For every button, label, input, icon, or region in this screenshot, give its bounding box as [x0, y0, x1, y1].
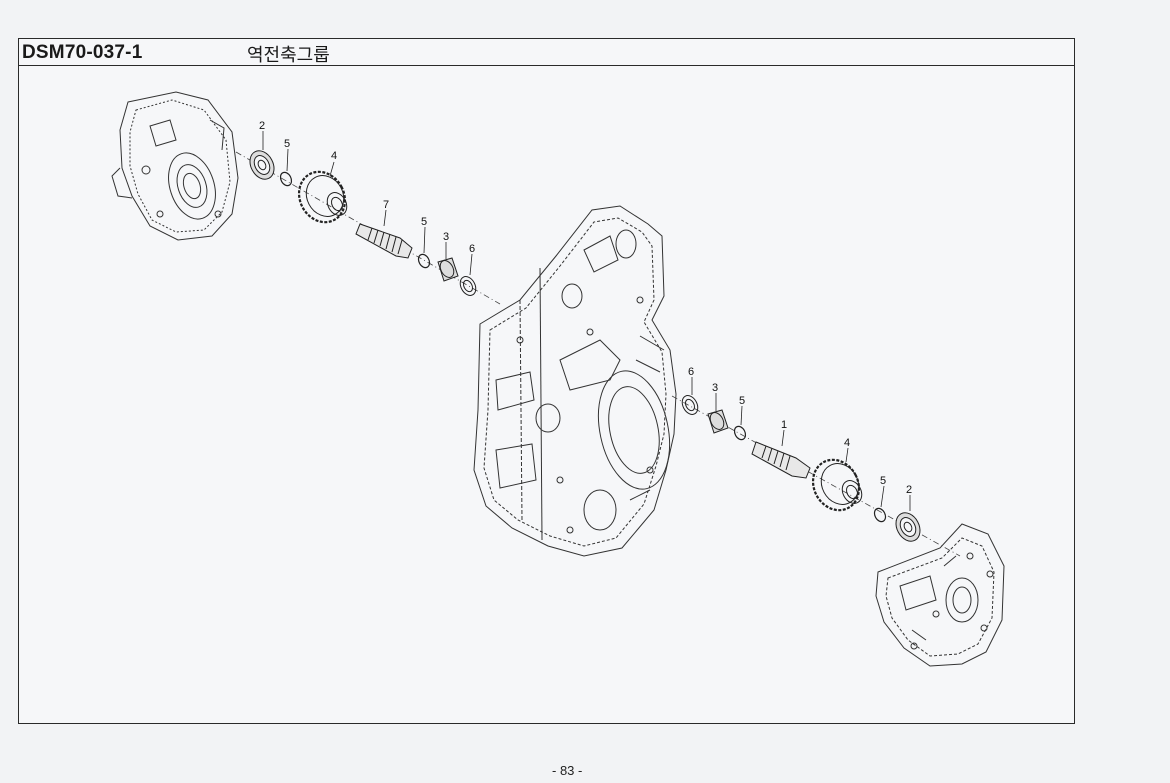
callout-upper-bearing: 2 [259, 120, 265, 132]
upper-gear [297, 170, 348, 224]
callout-upper-needle-bearing: 3 [443, 231, 449, 243]
callout-lower-snap-ring-b: 5 [880, 475, 886, 487]
callout-lower-needle-bearing: 3 [712, 382, 718, 394]
page-number: - 83 - [552, 763, 583, 778]
callout-upper-gear: 4 [331, 150, 337, 162]
callout-lower-bearing: 2 [906, 484, 912, 496]
lower-snap-ring-a [733, 425, 747, 441]
part-group-code: DSM70-037-1 [22, 42, 143, 63]
title-bar: DSM70-037-1 역전축그룹 [19, 39, 1074, 66]
upper-snap-ring-b [417, 253, 431, 269]
callout-lower-shaft: 1 [781, 419, 787, 431]
lower-callouts [691, 377, 911, 511]
upper-snap-ring-a [279, 171, 293, 187]
lower-bearing [895, 512, 921, 542]
callout-upper-snap-ring-b: 5 [421, 216, 427, 228]
callout-lower-snap-ring-a: 5 [739, 395, 745, 407]
callout-upper-washer: 6 [469, 243, 475, 255]
transmission-case [473, 205, 677, 557]
callout-lower-gear: 4 [844, 437, 850, 449]
upper-callouts [262, 131, 473, 276]
drawing-frame: DSM70-037-1 역전축그룹 [18, 38, 1075, 724]
upper-shaft [355, 223, 413, 259]
lower-gear [811, 458, 863, 512]
rear-cover-housing [875, 523, 1005, 667]
callout-upper-snap-ring-a: 5 [284, 138, 290, 150]
callout-upper-shaft: 7 [383, 199, 389, 211]
front-cover-housing [111, 91, 239, 241]
part-group-title: 역전축그룹 [247, 45, 330, 66]
lower-snap-ring-b [873, 507, 887, 523]
upper-washer [459, 276, 477, 296]
lower-shaft [751, 441, 811, 479]
lower-needle-bearing [707, 409, 729, 434]
upper-bearing [249, 150, 275, 180]
upper-needle-bearing [437, 257, 459, 282]
lower-washer [681, 395, 699, 415]
callout-lower-washer: 6 [688, 366, 694, 378]
